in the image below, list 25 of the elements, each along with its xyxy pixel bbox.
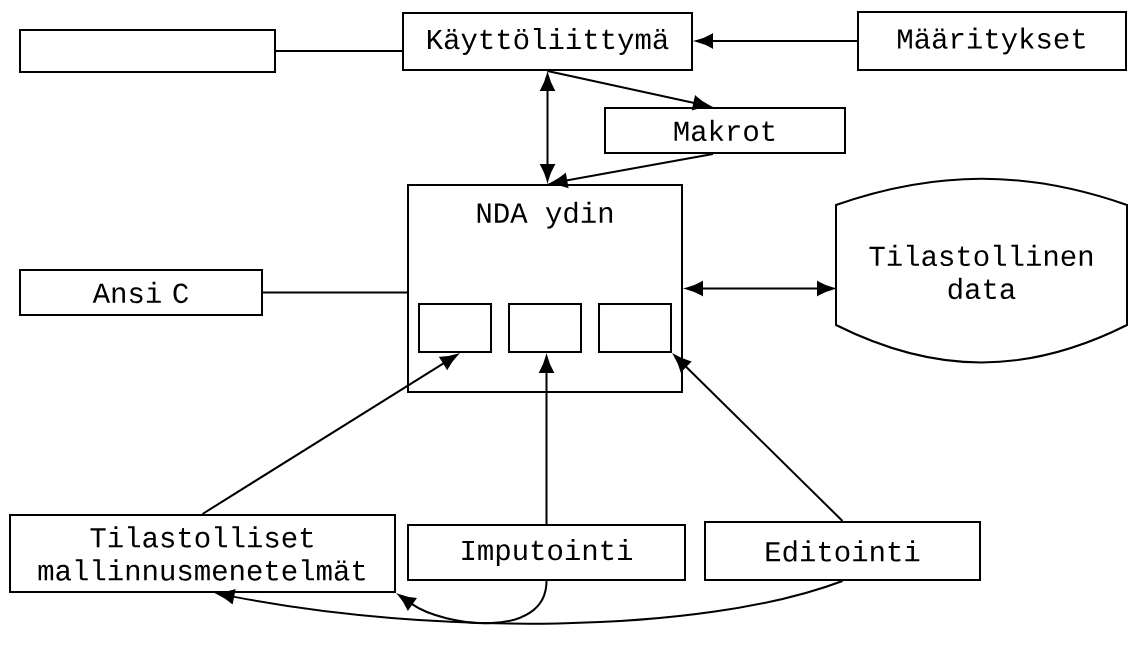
process-box: Määritykset	[857, 11, 1127, 71]
arrow	[685, 281, 835, 296]
database-cylinder: Tilastollinen data	[835, 177, 1128, 364]
connector-line	[262, 291, 408, 294]
process-box: Käyttöliittymä	[402, 12, 693, 71]
arrow	[217, 580, 844, 625]
module-box	[418, 303, 492, 353]
arrow	[695, 33, 858, 49]
process-box: Editointi	[704, 521, 981, 581]
process-box: Imputointi	[407, 524, 686, 581]
arrow	[398, 580, 548, 625]
arrow	[673, 354, 844, 522]
empty-box	[19, 29, 276, 73]
module-box	[598, 303, 672, 353]
process-box: Tilastolliset mallinnusmenetelmät	[9, 514, 396, 593]
module-box	[508, 303, 582, 353]
arrow	[539, 355, 554, 525]
arrow	[546, 70, 711, 110]
process-box: Ansi C	[19, 269, 263, 316]
connector-line	[275, 50, 403, 52]
process-box: Makrot	[604, 107, 846, 154]
arrow	[550, 153, 714, 188]
core-box: NDA ydin	[407, 184, 683, 393]
arrow	[201, 354, 458, 515]
arrow	[540, 73, 555, 182]
